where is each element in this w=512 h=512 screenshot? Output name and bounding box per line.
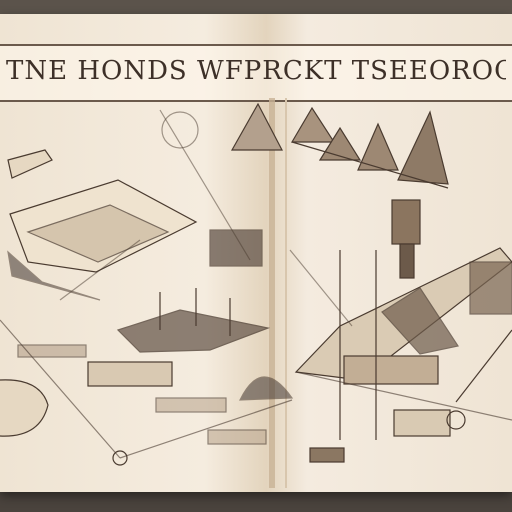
right-page-drawings (230, 102, 512, 463)
sketch-cable (455, 329, 512, 403)
sketch-slab-small (7, 149, 53, 179)
table-surface-bottom (0, 488, 512, 512)
sketch-pyramid-c (318, 126, 362, 161)
sketch-pyramid-b (290, 106, 336, 143)
sketch-caption-box-a (17, 344, 87, 358)
sketch-ground-line (291, 141, 449, 189)
sketch-gear-block (469, 261, 512, 315)
sketch-pyramid-e (397, 110, 449, 185)
sketch-caption-box-b (87, 361, 173, 387)
sketch-tower-base (399, 243, 415, 279)
sketch-caption-box-d (207, 429, 267, 445)
sketch-bridge-truss (381, 287, 459, 355)
sketch-crate (309, 447, 345, 463)
sketch-table-inset (26, 204, 170, 263)
sketch-tower (391, 199, 421, 245)
page-heading: TNE HONDS WFPRCKT TSEEOROCTBUN TOE (6, 56, 506, 86)
sketch-caption-box-f (393, 409, 451, 437)
sketch-wheel (446, 410, 466, 430)
sketch-burst (161, 111, 199, 149)
sketch-platform (116, 309, 271, 353)
sketch-round-tablet (0, 379, 49, 437)
sketch-arch (239, 376, 294, 401)
sketch-pyramid-d (357, 122, 399, 171)
left-page-drawings (0, 109, 294, 466)
sketch-shadow (7, 250, 101, 301)
sketch-pyramid-a (230, 102, 283, 151)
sketch-caption-box-e (343, 355, 439, 385)
sketch-dark-panel (209, 229, 263, 267)
title-band (0, 44, 512, 102)
sketch-node (112, 450, 128, 466)
sketch-caption-box-c (155, 397, 227, 413)
